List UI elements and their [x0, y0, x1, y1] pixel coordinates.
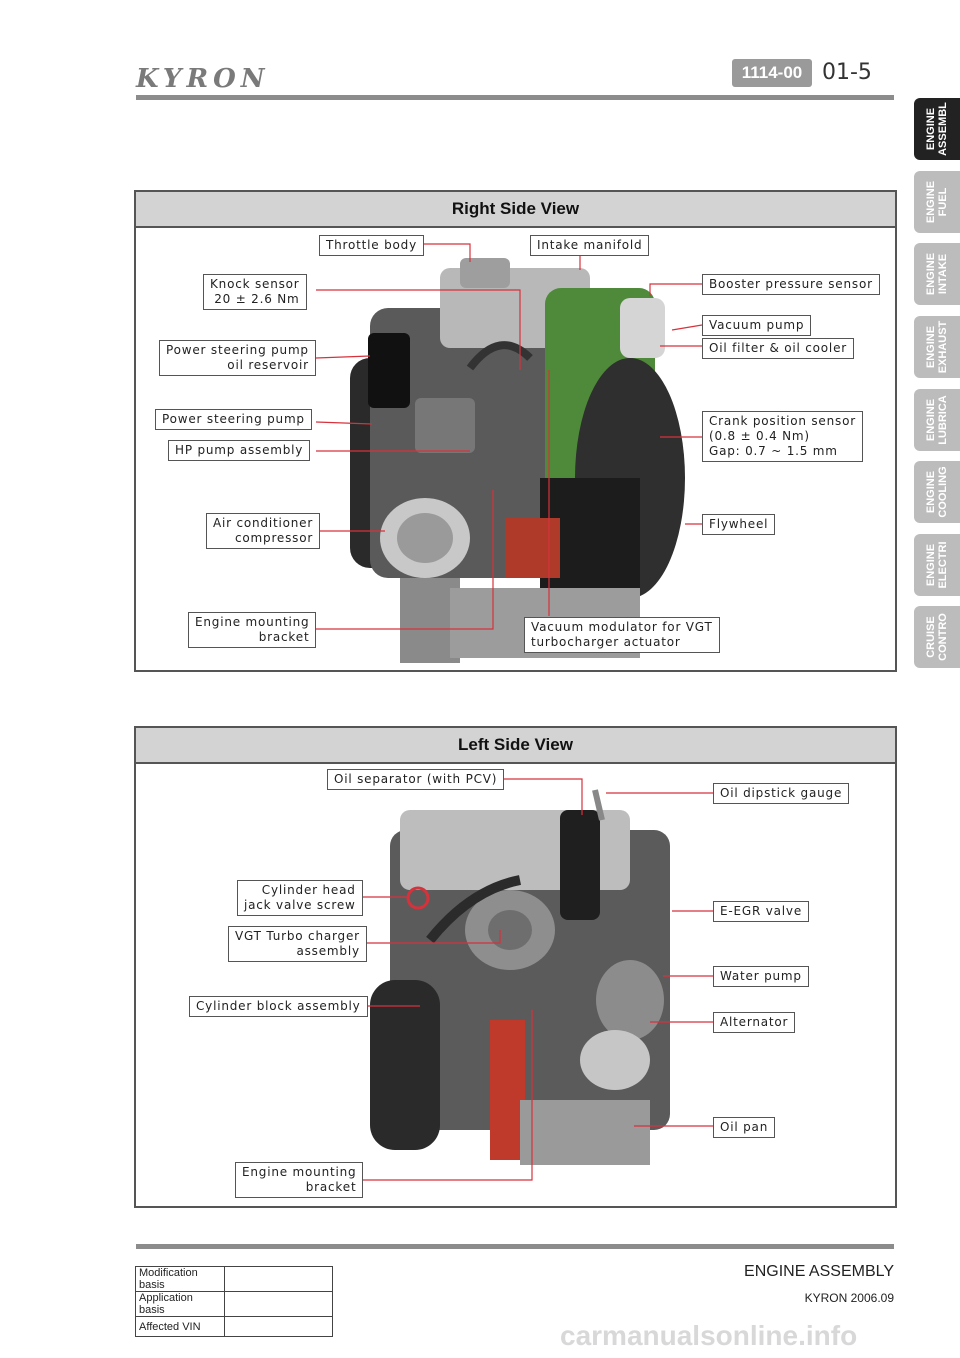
side-tab-label: ENGINE LUBRICA — [925, 395, 949, 445]
callout-engine-mounting-bracket-left: Engine mounting bracket — [235, 1162, 364, 1198]
side-tab-label: ENGINE FUEL — [925, 180, 949, 224]
callout-knock-sensor: Knock sensor 20 ± 2.6 Nm — [203, 274, 307, 310]
side-tab-label: ENGINE ASSEMBL — [925, 102, 949, 156]
side-tab-label: ENGINE COOLING — [925, 466, 949, 518]
side-tab-label: ENGINE ELECTRI — [925, 541, 949, 589]
modification-table: Modification basis Application basis Aff… — [135, 1266, 333, 1337]
callout-hp-pump: HP pump assembly — [168, 440, 311, 461]
callout-cylinder-head-screw: Cylinder head jack valve screw — [237, 880, 363, 916]
application-basis-label: Application basis — [135, 1291, 225, 1317]
footer-rule — [136, 1244, 894, 1249]
footer-section-title: ENGINE ASSEMBLY — [744, 1263, 894, 1280]
side-tab-engine-cooling[interactable]: ENGINE COOLING — [914, 461, 960, 523]
table-row: Affected VIN — [135, 1316, 333, 1337]
callout-cylinder-block: Cylinder block assembly — [189, 996, 368, 1017]
callout-oil-filter-cooler: Oil filter & oil cooler — [702, 338, 854, 359]
side-tab-label: ENGINE EXHAUST — [925, 320, 949, 374]
modification-basis-value — [224, 1266, 333, 1292]
side-tab-label: CRUISE CONTRO — [925, 613, 949, 661]
side-tab-engine-fuel[interactable]: ENGINE FUEL — [914, 171, 960, 233]
section-code-badge: 1114-00 — [732, 59, 812, 87]
callout-oil-pan: Oil pan — [713, 1117, 776, 1138]
callout-crank-position-sensor: Crank position sensor (0.8 ± 0.4 Nm) Gap… — [702, 411, 863, 462]
table-row: Modification basis — [135, 1266, 333, 1292]
callout-engine-mounting-bracket-right: Engine mounting bracket — [188, 612, 317, 648]
callout-booster-pressure-sensor: Booster pressure sensor — [702, 274, 880, 295]
table-row: Application basis — [135, 1291, 333, 1317]
application-basis-value — [224, 1291, 333, 1317]
side-tab-engine-assembly[interactable]: ENGINE ASSEMBL — [914, 98, 960, 160]
engine-left-side-illustration — [370, 789, 670, 1165]
callout-vacuum-pump: Vacuum pump — [702, 315, 812, 336]
callout-egr-valve: E-EGR valve — [713, 901, 810, 922]
callout-ps-pump: Power steering pump — [155, 409, 312, 430]
side-tab-engine-exhaust[interactable]: ENGINE EXHAUST — [914, 316, 960, 378]
affected-vin-label: Affected VIN — [135, 1316, 225, 1337]
callout-water-pump: Water pump — [713, 966, 809, 987]
watermark: carmanualsonline.info — [560, 1320, 858, 1351]
header-rule — [136, 95, 894, 100]
callout-throttle-body: Throttle body — [319, 235, 424, 256]
left-side-view-title: Left Side View — [136, 728, 895, 764]
side-tab-engine-intake[interactable]: ENGINE INTAKE — [914, 243, 960, 305]
callout-intake-manifold: Intake manifold — [530, 235, 650, 256]
side-tab-engine-lubrication[interactable]: ENGINE LUBRICA — [914, 389, 960, 451]
engine-right-side-illustration — [350, 258, 685, 663]
side-tab-engine-electrical[interactable]: ENGINE ELECTRI — [914, 534, 960, 596]
callout-ps-reservoir: Power steering pump oil reservoir — [159, 340, 316, 376]
right-side-view-title: Right Side View — [136, 192, 895, 228]
callout-ac-compressor: Air conditioner compressor — [206, 513, 321, 549]
callout-alternator: Alternator — [713, 1012, 796, 1033]
modification-basis-label: Modification basis — [135, 1266, 225, 1292]
side-tab-label: ENGINE INTAKE — [925, 252, 949, 296]
side-tab-cruise-control[interactable]: CRUISE CONTRO — [914, 606, 960, 668]
callout-oil-dipstick: Oil dipstick gauge — [713, 783, 850, 804]
kyron-logo: KYRON — [136, 64, 270, 94]
callout-vgt-turbocharger: VGT Turbo charger assembly — [228, 926, 367, 962]
callout-vacuum-modulator: Vacuum modulator for VGT turbocharger ac… — [524, 617, 720, 653]
footer-model-date: KYRON 2006.09 — [804, 1291, 894, 1305]
affected-vin-value — [224, 1316, 333, 1337]
callout-flywheel: Flywheel — [702, 514, 776, 535]
callout-oil-separator: Oil separator (with PCV) — [327, 769, 505, 790]
page-number: 01-5 — [822, 60, 872, 85]
